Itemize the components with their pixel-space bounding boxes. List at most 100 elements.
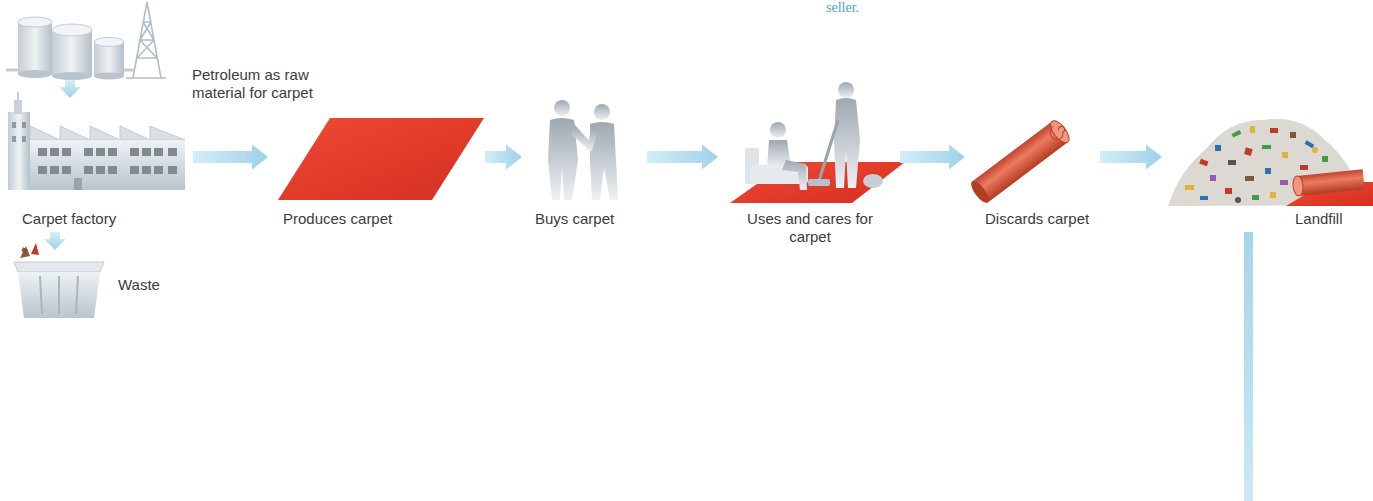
factory-icon-part-part (38, 148, 47, 156)
factory-icon-part-part (62, 148, 71, 156)
factory-icon-part-part (168, 166, 177, 174)
stage-label: Buys carpet (535, 210, 614, 228)
factory-icon-part (12, 122, 16, 128)
landfill-pile-part-part (1252, 195, 1259, 200)
home-scene-part-part (838, 82, 854, 98)
landfill-pile-part-part (1300, 165, 1308, 170)
landfill-pile-part-part (1185, 185, 1194, 190)
petroleum-icon-part (18, 17, 52, 27)
rolled-carpet (968, 118, 1072, 206)
stage-node: Waste (5, 250, 170, 320)
landfill-pile-part-part (1250, 126, 1255, 133)
rolled-carpet-part (1047, 118, 1072, 146)
factory-icon-part-part (154, 166, 163, 174)
waste-bin-part (21, 247, 27, 253)
stage-node: Discards carpet (965, 98, 1100, 232)
petroleum-icon-part (18, 70, 52, 78)
factory-icon-part-part (84, 148, 93, 156)
carpet-sheet (278, 118, 484, 200)
factory-icon-part-part (96, 148, 105, 156)
factory-icon-part-part (38, 166, 47, 174)
factory-icon-part-part (62, 166, 71, 174)
landfill-pile-part-part (1232, 130, 1242, 137)
landfill-pile-part-part (1297, 169, 1365, 196)
home-scene-part (730, 162, 905, 203)
landfill-pile-part-part (1270, 192, 1276, 198)
factory-icon-part (30, 126, 185, 140)
waste-bin (14, 243, 104, 318)
flow-arrow (647, 144, 718, 169)
home-scene-part (819, 120, 838, 181)
factory-icon-part-part (50, 166, 59, 174)
rolled-carpet-part (968, 179, 992, 206)
landfill-pile-part-part (1290, 132, 1296, 138)
flow-arrow (60, 80, 81, 98)
petroleum-icon-part (94, 38, 124, 47)
landfill-pile-part-part (1235, 197, 1241, 203)
landfill-pile-part-part (1215, 145, 1221, 151)
landfill-pile-part-part (1228, 160, 1236, 165)
waste-bin-part (20, 246, 30, 258)
landfill-pile-part-part (1265, 168, 1271, 174)
stage-label: Petroleum as raw material for carpet (192, 66, 357, 102)
factory-icon-part-part (130, 166, 139, 174)
stage-node: Carpet factory (5, 98, 193, 232)
home-scene-part (863, 174, 883, 188)
landfill-pile-part-part (1245, 176, 1254, 181)
rolled-carpet-part (1047, 122, 1068, 142)
landfill-pile (1168, 119, 1373, 206)
factory-icon-part-part (108, 148, 117, 156)
buyers-figure-part (586, 128, 597, 151)
stage-label: Discards carpet (985, 210, 1089, 228)
flow-arrow (193, 144, 268, 169)
factory-icon-part-part (108, 166, 117, 174)
caption-fragment: seller. (826, 0, 859, 16)
factory-icon-part-part (154, 148, 163, 156)
petroleum-icon-part (94, 42, 124, 76)
landfill-pile-part-part (1280, 180, 1288, 185)
factory-icon-part (22, 122, 26, 128)
flow-arrow (1100, 144, 1162, 169)
stage-node: Buys carpet (522, 98, 647, 232)
waste-bin-part (18, 272, 100, 318)
stage-node: Produces carpet (268, 98, 485, 232)
stage-label: Waste (118, 276, 160, 294)
petroleum-icon-part (18, 22, 52, 74)
waste-bin-part (31, 243, 39, 255)
flow-arrow (900, 144, 965, 169)
petroleum-icon-part (52, 72, 92, 80)
home-scene-part (767, 82, 860, 190)
flow-arrow (485, 144, 522, 169)
petroleum-icon-part (94, 73, 124, 80)
factory-icon-part-part (168, 148, 177, 156)
landfill-pile-part-part (1305, 140, 1315, 148)
landfill-pile-part-part (1292, 176, 1304, 197)
factory-icon-part-part (84, 166, 93, 174)
buyers-figure-part (554, 100, 570, 116)
landfill-pile-part-part (1210, 175, 1216, 181)
petroleum-icon-part (52, 30, 92, 76)
stage-node: Petroleum as raw material for carpet (5, 0, 170, 80)
flow-arrow (45, 232, 66, 250)
landfill-pile-part-part (1225, 188, 1232, 194)
petroleum-icon-part (126, 2, 166, 78)
flow-line (1244, 232, 1253, 501)
factory-icon-part-part (50, 148, 59, 156)
stage-node: Uses and cares for carpet (718, 80, 900, 255)
landfill-pile-part-part (1244, 147, 1253, 156)
home-scene-part-part (834, 98, 860, 188)
stage-label: Produces carpet (283, 210, 392, 228)
factory-icon-part (14, 100, 22, 114)
landfill-pile-part-part (1199, 159, 1208, 166)
stage-label: Carpet factory (22, 210, 116, 228)
landfill-pile-part-part (1312, 147, 1318, 153)
petroleum-icon-part (6, 69, 134, 72)
buyers-figure-part (594, 104, 610, 120)
stage-label: Landfill (1295, 210, 1343, 228)
factory-icon-part (12, 136, 16, 142)
factory-icon-part (22, 136, 26, 142)
home-scene-part-part (770, 122, 786, 138)
landfill-pile-part-part (1200, 196, 1208, 200)
stage-node: Landfill (1162, 98, 1368, 232)
stage-label: Uses and cares for carpet (735, 210, 885, 246)
